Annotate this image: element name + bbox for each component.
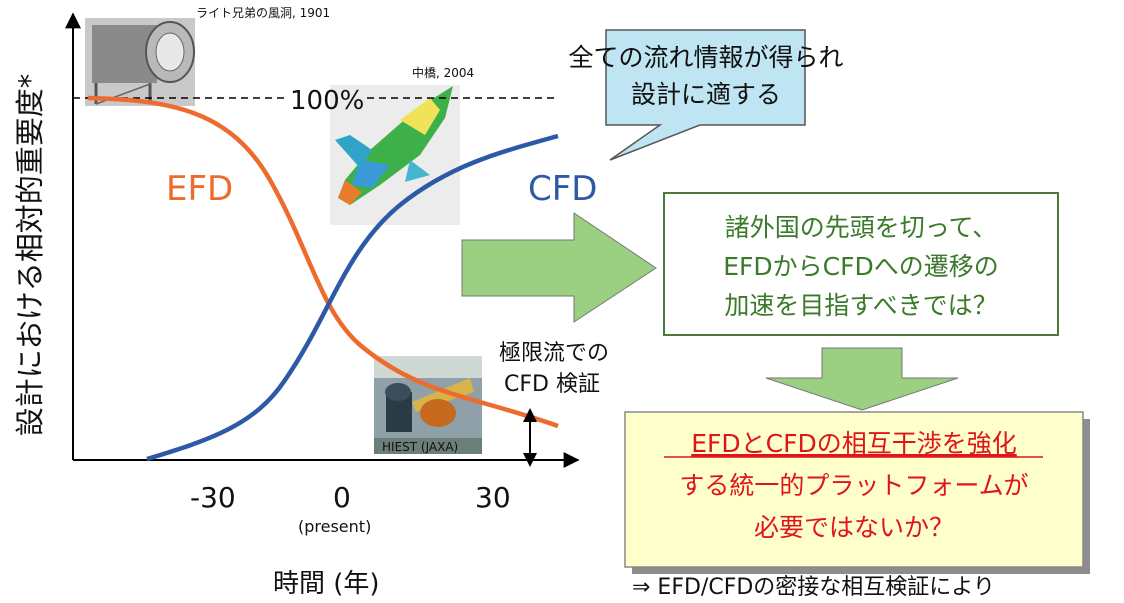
- green-box-line1: 諸外国の先頭を切って、: [725, 213, 998, 242]
- speech-bubble-line1: 全ての流れ情報が得られ: [568, 43, 843, 72]
- yellow-box-line2: する統一的プラットフォームが: [679, 471, 1028, 500]
- yellow-box-line3: 必要ではないか？: [754, 513, 954, 542]
- tick-label-30: 30: [475, 481, 511, 514]
- extreme-flow-label-line2: CFD 検証: [504, 372, 600, 397]
- efd-curve: [87, 95, 559, 429]
- tick-label-neg30: -30: [190, 481, 236, 514]
- yellow-box: [624, 411, 1084, 568]
- hundred-percent-label: 100%: [290, 86, 364, 116]
- x-axis-label: 時間 (年): [273, 569, 380, 599]
- green-box-line3: 加速を目指すべきでは？: [724, 291, 997, 320]
- wind-tunnel-image: [85, 18, 195, 106]
- tick-label-0: 0: [333, 481, 351, 514]
- green-box-line2: EFDからCFDへの遷移の: [723, 252, 999, 281]
- cfd-curve: [146, 133, 559, 462]
- green-right-arrow: [461, 212, 657, 323]
- present-note: (present): [298, 517, 371, 536]
- cfd-label: CFD: [528, 169, 597, 209]
- yellow-box-line1: EFDとCFDの相互干渉を強化: [691, 429, 1017, 458]
- hiest-caption: HIEST (JAXA): [382, 440, 458, 454]
- y-axis-label: 設計における相対的重要度*: [13, 74, 47, 437]
- efd-label: EFD: [166, 169, 233, 209]
- footer-note: ⇒ EFD/CFDの密接な相互検証により: [632, 575, 995, 600]
- green-box: [663, 192, 1059, 336]
- hiest-image: [374, 356, 482, 454]
- wind-tunnel-caption: ライト兄弟の風洞, 1901: [196, 6, 330, 20]
- green-down-arrow: [765, 347, 959, 411]
- cfd-plane-caption: 中橋, 2004: [412, 65, 474, 80]
- speech-bubble: [605, 29, 806, 161]
- cfd-plane-image: [330, 85, 460, 225]
- speech-bubble-line2: 設計に適する: [631, 80, 781, 109]
- extreme-flow-label-line1: 極限流での: [499, 341, 609, 366]
